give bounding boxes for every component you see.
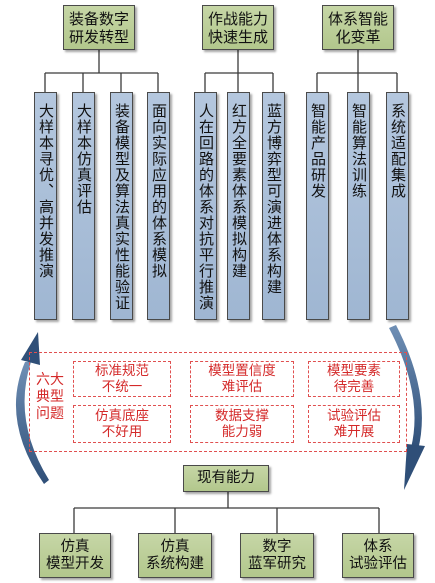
arrowhead-left (21, 332, 40, 365)
column-box: 面向实际应用的体系模拟 (147, 92, 170, 320)
header-digital-rd-label: 装备数字 研发转型 (68, 9, 129, 46)
header-digital-rd: 装备数字 研发转型 (63, 5, 135, 50)
column-label: 智能算法训练 (350, 103, 368, 199)
bottom-box-label: 仿真 系统构建 (146, 538, 204, 572)
cycle-arrow-right (389, 325, 422, 450)
column-box: 系统适配集成 (386, 92, 409, 320)
bottom-box: 体系 试验评估 (342, 533, 414, 578)
six-problems-frame (29, 352, 407, 452)
arrowhead-right (404, 444, 425, 490)
header-intelligent-transform-label: 体系智能 化变革 (327, 9, 388, 46)
current-capability-label: 现有能力 (197, 470, 255, 486)
column-label: 红方全要素体系模拟构建 (230, 103, 248, 279)
header-rapid-capability: 作战能力 快速生成 (202, 5, 274, 50)
column-label: 系统适配集成 (389, 103, 407, 199)
problem-item: 模型要素 待完善 (308, 361, 400, 397)
problem-item: 模型置信度 难评估 (190, 361, 294, 397)
header-intelligent-transform: 体系智能 化变革 (322, 5, 394, 50)
column-box: 智能产品研发 (306, 92, 329, 320)
bottom-box-label: 体系 试验评估 (349, 538, 407, 572)
bottom-box-label: 数字 蓝军研究 (248, 538, 306, 572)
header-rapid-capability-label: 作战能力 快速生成 (207, 9, 268, 46)
bottom-box: 仿真 模型开发 (39, 533, 111, 578)
problem-item: 数据支撑 能力弱 (190, 405, 294, 443)
column-label: 智能产品研发 (309, 103, 327, 199)
cycle-arrow-left (15, 362, 50, 484)
bottom-box: 数字 蓝军研究 (240, 533, 314, 578)
six-problems-title: 六大 典型 问题 (36, 372, 64, 422)
column-label: 人在回路的体系对抗平行推演 (197, 103, 215, 311)
column-box: 智能算法训练 (347, 92, 370, 320)
problem-item: 标准规范 不统一 (73, 361, 171, 397)
column-box: 大样本仿真评估 (72, 92, 95, 320)
column-box: 装备模型及算法真实性能验证 (110, 92, 133, 320)
column-box: 人在回路的体系对抗平行推演 (194, 92, 217, 320)
bottom-box-label: 仿真 模型开发 (46, 538, 104, 572)
problem-item: 试验评估 难开展 (308, 405, 400, 443)
column-box: 大样本寻优、高并发推演 (34, 92, 57, 320)
column-label: 装备模型及算法真实性能验证 (113, 103, 131, 311)
column-label: 大样本仿真评估 (75, 103, 93, 215)
column-label: 面向实际应用的体系模拟 (150, 103, 168, 279)
column-box: 红方全要素体系模拟构建 (227, 92, 250, 320)
problem-item: 仿真底座 不好用 (73, 405, 171, 443)
column-label: 蓝方博弈型可演进体系构建 (265, 103, 283, 295)
column-box: 蓝方博弈型可演进体系构建 (262, 92, 285, 320)
column-label: 大样本寻优、高并发推演 (37, 103, 55, 279)
bottom-box: 仿真 系统构建 (138, 533, 212, 578)
current-capability-box: 现有能力 (183, 465, 269, 492)
